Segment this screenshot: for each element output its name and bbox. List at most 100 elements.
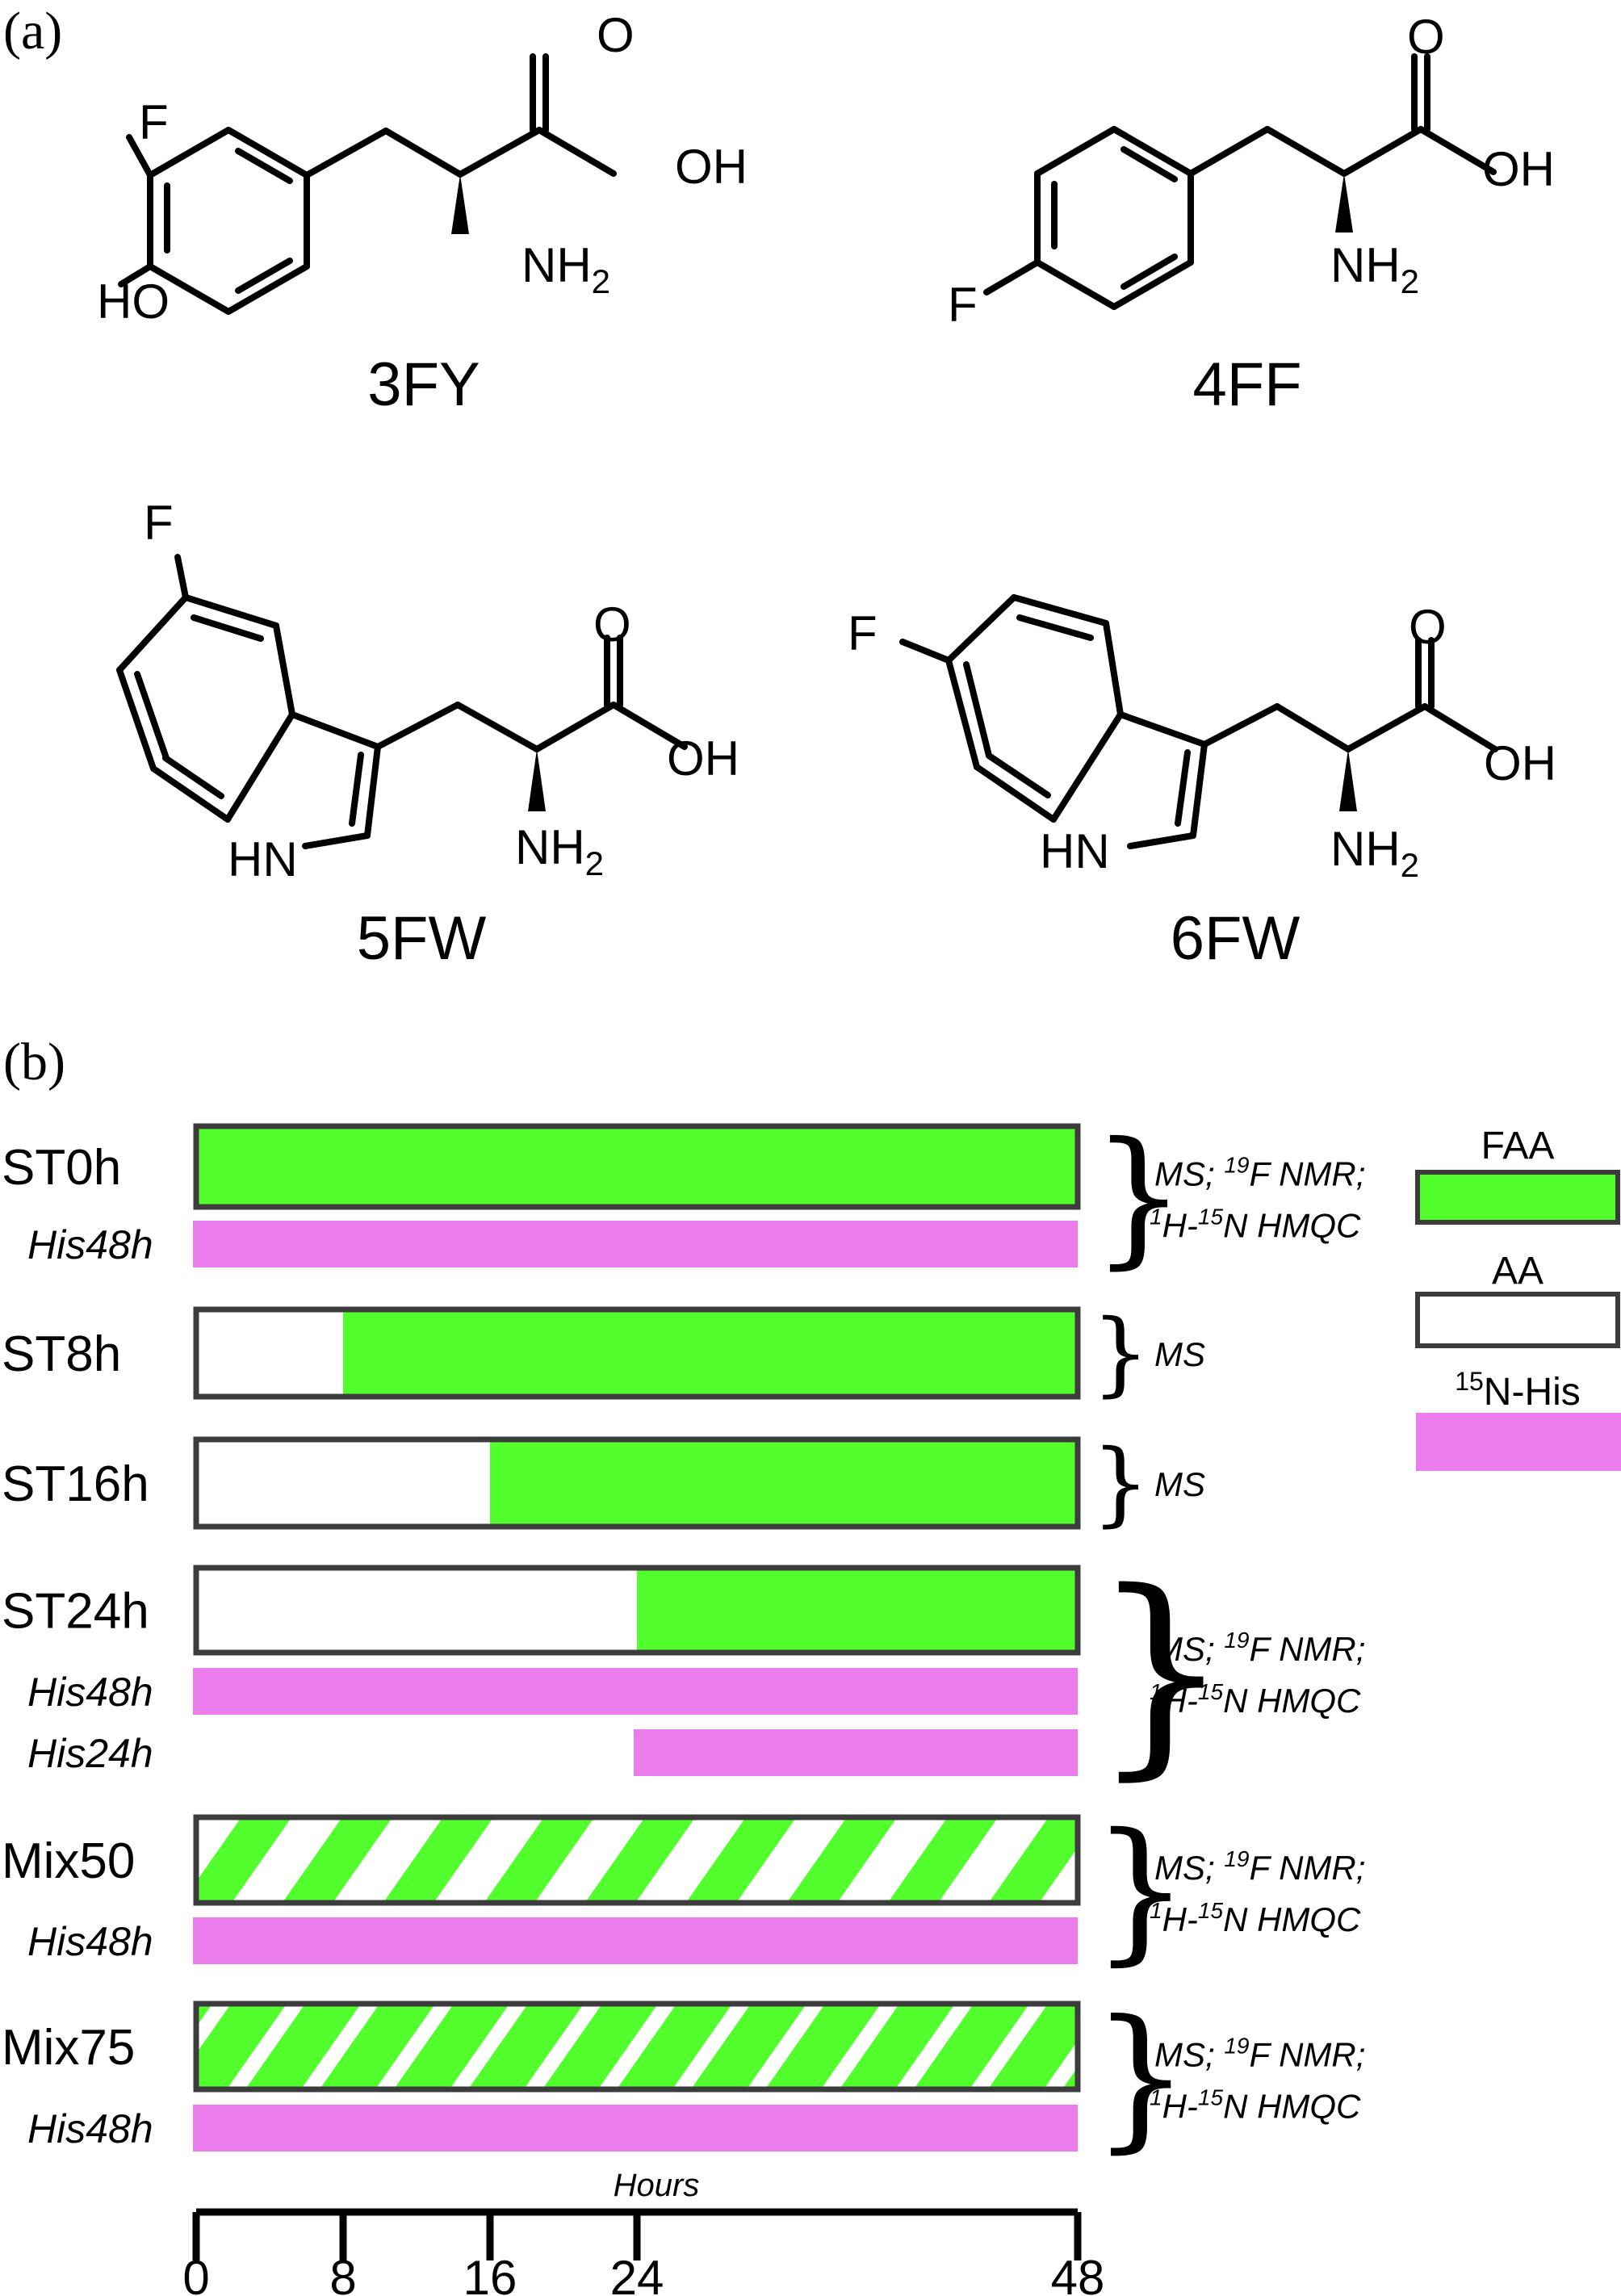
bar-faa-st16h — [490, 1439, 1078, 1527]
row-label-st8h: ST8h — [2, 1326, 121, 1382]
method-f-nmr: F NMR; — [1250, 1155, 1366, 1193]
molecule-5fw-bonds — [116, 554, 688, 849]
legend-swatch-aa — [1415, 1292, 1620, 1348]
his-bar-mix50-his48h — [193, 1917, 1078, 1964]
atom-subscript-2: 2 — [592, 262, 610, 300]
method-line1-st0h: MS; 19F NMR; — [1154, 1153, 1365, 1193]
atom-o: O — [1409, 600, 1447, 654]
molecule-6fw: F HN O OH NH2 6FW — [848, 594, 1556, 973]
method-sup-19: 19 — [1224, 2034, 1249, 2059]
method-ms: MS; — [1154, 2036, 1224, 2074]
method-f-nmr: F NMR; — [1250, 1849, 1366, 1887]
bar-faa-st0h — [196, 1126, 1078, 1207]
bar-faa-mix75 — [196, 2004, 1078, 2089]
his-bar-st24h-his24h — [634, 1729, 1078, 1776]
brace-st8h: } — [1091, 1300, 1150, 1406]
method-text-st16h: MS — [1154, 1465, 1205, 1503]
his-bar-mix75-his48h — [193, 2105, 1078, 2151]
method-h: H- — [1162, 1207, 1198, 1245]
x-axis-title: Hours — [614, 2168, 700, 2203]
x-tick-label-0: 0 — [182, 2251, 209, 2296]
atom-oh: OH — [1484, 736, 1556, 790]
x-tick-label-48: 48 — [1051, 2251, 1105, 2296]
method-sup-1: 1 — [1150, 2085, 1162, 2110]
legend: FAA AA 15N-His — [1415, 1125, 1621, 1471]
method-line1-mix75: MS; 19F NMR; — [1154, 2034, 1365, 2074]
atom-nh2: NH2 — [515, 820, 604, 882]
brace-st16h: } — [1091, 1430, 1150, 1536]
atom-nh2: NH2 — [521, 238, 610, 300]
method-n-hmqc: N HMQC — [1223, 1207, 1361, 1245]
molecule-3fy: F HO O OH NH2 3FY — [97, 8, 748, 419]
method-line1-st24h: MS; 19F NMR; — [1154, 1628, 1365, 1668]
atom-f: F — [139, 95, 169, 149]
legend-label-faa: FAA — [1481, 1125, 1555, 1167]
atom-f: F — [144, 496, 174, 550]
bar-outline-mix75 — [193, 2001, 1081, 2093]
atom-nh-text: NH — [521, 238, 592, 292]
atom-o: O — [1407, 10, 1445, 64]
atom-o: O — [597, 8, 635, 62]
method-ms: MS; — [1154, 1630, 1224, 1668]
method-f-nmr: F NMR; — [1250, 2036, 1366, 2074]
row-label-mix75: Mix75 — [2, 2020, 135, 2076]
method-ms: MS; — [1154, 1849, 1224, 1887]
atom-f: F — [948, 278, 978, 332]
x-tick-label-8: 8 — [329, 2251, 356, 2296]
his-label-his48h: His48h — [27, 2106, 153, 2151]
method-sup-19: 19 — [1224, 1846, 1249, 1871]
method-sup-15: 15 — [1198, 1205, 1224, 1230]
atom-nh2: NH2 — [1330, 822, 1419, 884]
molecule-4ff: F O OH NH2 4FF — [948, 10, 1555, 419]
brace-mix50: } — [1091, 1801, 1190, 1980]
his-bar-st24h-his48h — [193, 1668, 1078, 1715]
molecule-6fw-bonds — [899, 594, 1498, 849]
atom-ho: HO — [97, 274, 170, 329]
method-h: H- — [1162, 2088, 1198, 2126]
method-sup-1: 1 — [1150, 1679, 1162, 1704]
method-line2-st24h: 1H-15N HMQC — [1150, 1679, 1361, 1720]
legend-swatch-faa — [1415, 1170, 1620, 1225]
brace-st0h: } — [1091, 1111, 1186, 1284]
brace-st24h: } — [1091, 1545, 1230, 1800]
x-tick-label-16: 16 — [463, 2251, 517, 2296]
his-label-his24h: His24h — [27, 1731, 153, 1776]
method-line2-st0h: 1H-15N HMQC — [1150, 1205, 1361, 1245]
atom-subscript-2: 2 — [1401, 846, 1419, 884]
legend-his-text: N-His — [1484, 1371, 1581, 1414]
his-label-his48h: His48h — [27, 1919, 153, 1964]
molecule-name-5fw: 5FW — [357, 904, 487, 973]
atom-hn: HN — [228, 832, 298, 886]
atom-o: O — [593, 597, 631, 652]
method-line2-mix75: 1H-15N HMQC — [1150, 2085, 1361, 2126]
molecule-name-4ff: 4FF — [1192, 350, 1301, 419]
molecule-3fy-bonds — [118, 53, 617, 315]
panel-a-label: (a) — [3, 2, 62, 61]
legend-swatch-his — [1416, 1413, 1621, 1471]
atom-nh2: NH2 — [1330, 238, 1419, 300]
legend-label-his: 15N-His — [1455, 1367, 1581, 1414]
method-line2-mix50: 1H-15N HMQC — [1150, 1898, 1361, 1938]
molecule-name-3fy: 3FY — [367, 350, 480, 419]
his-label-his48h: His48h — [27, 1670, 153, 1715]
method-sup-19: 19 — [1224, 1628, 1249, 1653]
legend-label-aa: AA — [1492, 1250, 1544, 1293]
atom-oh: OH — [675, 140, 748, 194]
bar-faa-mix50 — [196, 1817, 1078, 1903]
atom-nh-text: NH — [1330, 238, 1401, 292]
panel-b-label: (b) — [3, 1033, 65, 1091]
method-h: H- — [1162, 1682, 1198, 1720]
method-n-hmqc: N HMQC — [1223, 1682, 1361, 1720]
atom-hn: HN — [1040, 824, 1110, 878]
his-bar-st0h-his48h — [193, 1221, 1078, 1267]
method-text-st8h: MS — [1154, 1335, 1205, 1373]
method-sup-15: 15 — [1198, 1679, 1224, 1704]
method-sup-1: 1 — [1150, 1898, 1162, 1923]
row-label-st0h: ST0h — [2, 1140, 121, 1196]
method-f-nmr: F NMR; — [1250, 1630, 1366, 1668]
atom-f: F — [848, 606, 878, 660]
method-n-hmqc: N HMQC — [1223, 1900, 1361, 1938]
method-n-hmqc: N HMQC — [1223, 2088, 1361, 2126]
molecule-4ff-bonds — [983, 53, 1497, 310]
